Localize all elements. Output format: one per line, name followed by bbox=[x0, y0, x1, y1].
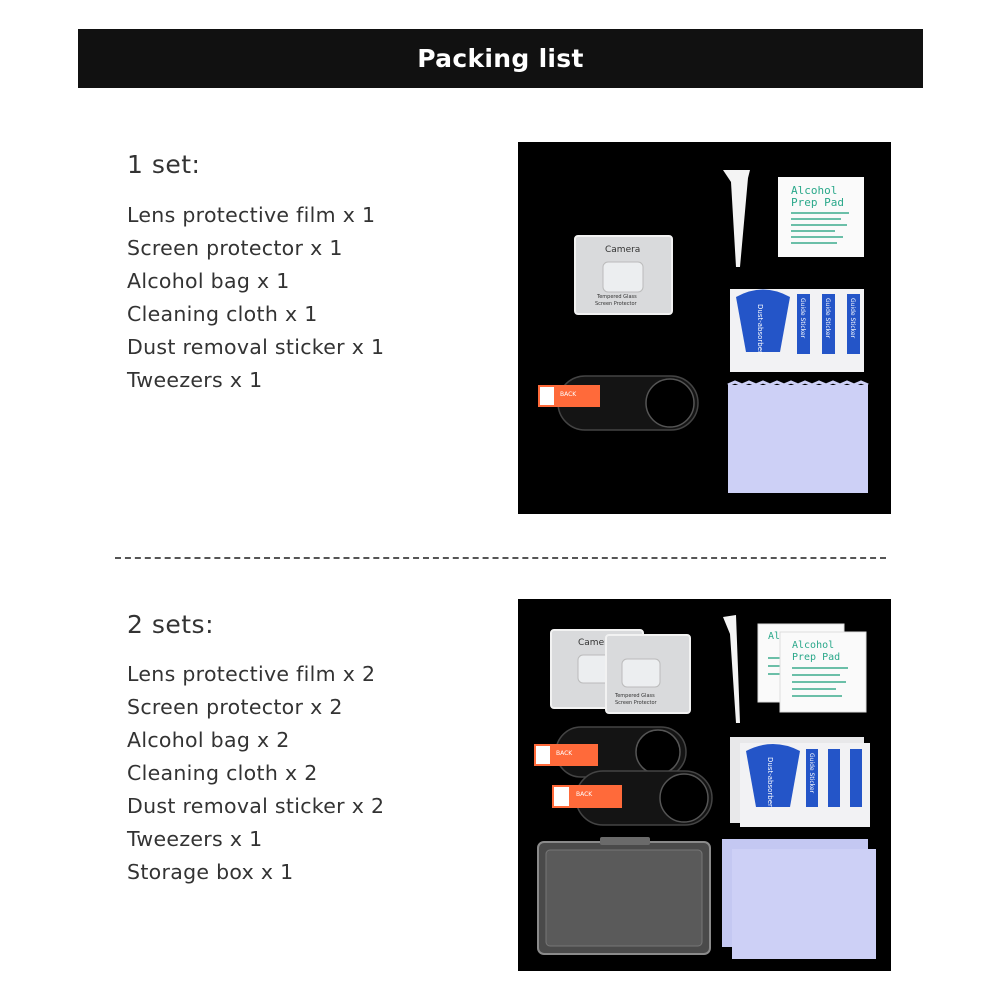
list-item: Dust removal sticker x 2 bbox=[127, 794, 385, 818]
packing-list-header: Packing list bbox=[78, 29, 923, 88]
alcohol-prep-pad: Alcohol Prep Pad bbox=[778, 177, 864, 257]
list-item: Storage box x 1 bbox=[127, 860, 294, 884]
list-item: Alcohol bag x 1 bbox=[127, 269, 290, 293]
svg-text:Guide Sticker: Guide Sticker bbox=[849, 298, 856, 339]
svg-text:Alcohol: Alcohol bbox=[791, 184, 837, 197]
cleaning-cloth bbox=[727, 380, 869, 493]
svg-text:Guide Sticker: Guide Sticker bbox=[799, 298, 806, 339]
set1-title: 1 set: bbox=[127, 150, 201, 179]
list-item: Screen protector x 2 bbox=[127, 695, 343, 719]
svg-text:Alcohol: Alcohol bbox=[792, 640, 834, 651]
svg-text:Dust-absorber: Dust-absorber bbox=[756, 304, 764, 354]
svg-text:Guide Sticker: Guide Sticker bbox=[808, 753, 815, 794]
list-item: Lens protective film x 1 bbox=[127, 203, 376, 227]
list-item: Cleaning cloth x 1 bbox=[127, 302, 318, 326]
svg-text:Screen Protector: Screen Protector bbox=[595, 301, 638, 307]
list-item: Screen protector x 1 bbox=[127, 236, 343, 260]
cleaning-cloth bbox=[732, 849, 876, 959]
svg-text:Screen Protector: Screen Protector bbox=[615, 700, 658, 706]
list-item: Tweezers x 1 bbox=[127, 827, 263, 851]
svg-text:BACK: BACK bbox=[556, 750, 573, 757]
svg-text:Tempered Glass: Tempered Glass bbox=[596, 294, 637, 300]
list-item: Cleaning cloth x 2 bbox=[127, 761, 318, 785]
list-item: Alcohol bag x 2 bbox=[127, 728, 290, 752]
back-lens-film: BACK bbox=[538, 375, 699, 431]
list-item: Lens protective film x 2 bbox=[127, 662, 376, 686]
svg-text:Guide Sticker: Guide Sticker bbox=[824, 298, 831, 339]
svg-text:Prep Pad: Prep Pad bbox=[792, 652, 840, 663]
set1-item-list: Lens protective film x 1 Screen protecto… bbox=[127, 199, 384, 397]
dust-removal-sticker-sheet: Dust-absorber Guide Sticker Guide Sticke… bbox=[730, 289, 864, 372]
dashed-divider bbox=[115, 557, 886, 559]
list-item: Tweezers x 1 bbox=[127, 368, 263, 392]
svg-text:BACK: BACK bbox=[560, 391, 577, 398]
lens-film-card: Camera Tempered Glass Screen Protector bbox=[574, 235, 673, 315]
list-item: Dust removal sticker x 1 bbox=[127, 335, 385, 359]
svg-text:Camera: Camera bbox=[578, 638, 613, 648]
svg-text:BACK: BACK bbox=[576, 791, 593, 798]
alcohol-prep-pad: Alcohol Prep Pad bbox=[779, 631, 867, 713]
tweezers bbox=[723, 615, 740, 723]
svg-text:Dust-absorber: Dust-absorber bbox=[766, 757, 774, 807]
set2-item-list: Lens protective film x 2 Screen protecto… bbox=[127, 658, 384, 889]
set2-product-photo: Camera Tempered Glass Screen Protector A… bbox=[518, 599, 891, 971]
back-lens-film: BACK bbox=[552, 770, 713, 826]
set2-title: 2 sets: bbox=[127, 610, 215, 639]
back-lens-film: BACK bbox=[534, 726, 687, 778]
svg-text:Camera: Camera bbox=[605, 245, 640, 255]
storage-box bbox=[537, 837, 711, 955]
svg-text:Tempered Glass: Tempered Glass bbox=[614, 693, 655, 699]
set1-product-photo: Camera Tempered Glass Screen Protector A… bbox=[518, 142, 891, 514]
lens-film-card: Tempered Glass Screen Protector bbox=[605, 634, 691, 714]
tweezers bbox=[723, 170, 750, 267]
svg-text:Prep Pad: Prep Pad bbox=[791, 196, 844, 209]
header-title: Packing list bbox=[417, 44, 584, 73]
dust-removal-sticker-sheet: Dust-absorber Guide Sticker bbox=[740, 743, 870, 827]
